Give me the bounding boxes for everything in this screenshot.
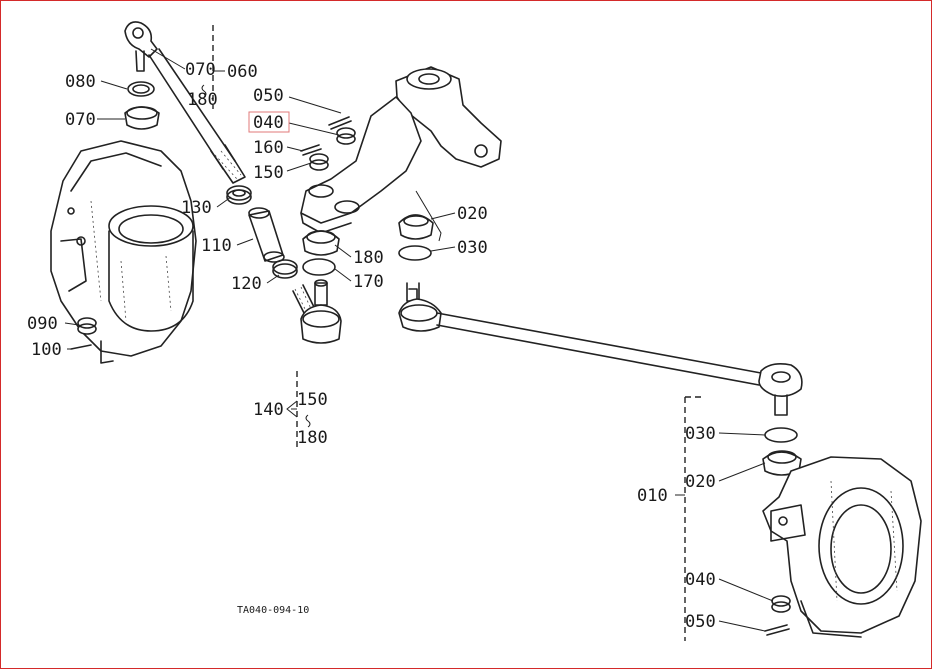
selected-label-highlight xyxy=(248,111,290,133)
label-040-top[interactable]: 040 xyxy=(253,113,284,133)
label-110[interactable]: 110 xyxy=(201,236,232,256)
castle-nut-040-top xyxy=(336,127,356,145)
label-090[interactable]: 090 xyxy=(27,314,58,334)
steering-arm xyxy=(300,66,502,242)
boot-180-mid xyxy=(302,230,340,256)
label-120[interactable]: 120 xyxy=(231,274,262,294)
label-080[interactable]: 080 xyxy=(65,72,96,92)
cotter-pin-050-top xyxy=(328,116,352,130)
label-180-mid[interactable]: 180 xyxy=(353,248,384,268)
dust-cover-070 xyxy=(124,106,160,130)
nut-130 xyxy=(226,185,252,205)
label-070-top[interactable]: 070 xyxy=(185,60,216,80)
label-050-bottom[interactable]: 050 xyxy=(685,612,716,632)
label-150-mid[interactable]: 150 xyxy=(253,163,284,183)
boot-020-top xyxy=(398,214,434,240)
label-030-bottom[interactable]: 030 xyxy=(685,424,716,444)
castle-nut-150 xyxy=(309,153,329,171)
left-knuckle-housing xyxy=(50,140,197,364)
label-070-left[interactable]: 070 xyxy=(65,110,96,130)
tie-rod-end-140 xyxy=(292,279,342,344)
label-010[interactable]: 010 xyxy=(637,486,668,506)
nut-120 xyxy=(272,259,298,279)
label-130[interactable]: 130 xyxy=(181,198,212,218)
label-100[interactable]: 100 xyxy=(31,340,62,360)
label-040-bottom[interactable]: 040 xyxy=(685,570,716,590)
seal-ring-080 xyxy=(127,81,155,97)
bolt-100 xyxy=(70,344,92,350)
ring-030-bottom xyxy=(764,427,798,443)
label-020-bottom[interactable]: 020 xyxy=(685,472,716,492)
label-030-top[interactable]: 030 xyxy=(457,238,488,258)
ring-030-top xyxy=(398,245,432,261)
label-180-top[interactable]: 180 xyxy=(187,90,218,110)
label-140[interactable]: 140 xyxy=(253,400,284,420)
right-knuckle-housing xyxy=(762,456,922,638)
label-150-low[interactable]: 150 xyxy=(297,390,328,410)
label-170[interactable]: 170 xyxy=(353,272,384,292)
cotter-pin-050-bottom xyxy=(764,624,790,636)
tie-rod xyxy=(398,282,803,416)
sleeve-110 xyxy=(248,207,285,263)
ring-170 xyxy=(302,258,336,276)
label-160[interactable]: 160 xyxy=(253,138,284,158)
drag-link-rod xyxy=(124,21,246,184)
diagram-code: TA040-094-10 xyxy=(237,605,309,616)
castle-nut-040-bottom xyxy=(771,595,791,613)
nut-090 xyxy=(77,317,97,335)
label-020-top[interactable]: 020 xyxy=(457,204,488,224)
label-050-top[interactable]: 050 xyxy=(253,86,284,106)
cotter-pin-160 xyxy=(300,144,322,156)
label-180-low[interactable]: 180 xyxy=(297,428,328,448)
label-060[interactable]: 060 xyxy=(227,62,258,82)
